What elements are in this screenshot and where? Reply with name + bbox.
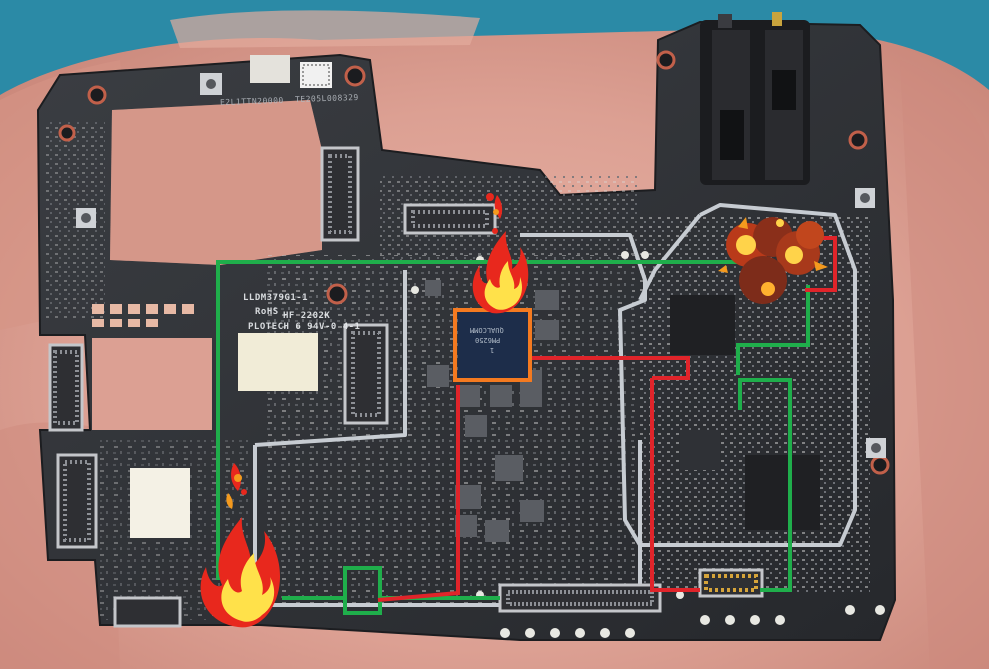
pad-row	[92, 304, 194, 327]
board-cutout-middle	[92, 338, 212, 430]
chip-brand: QUALCOMM	[470, 326, 504, 334]
silkscreen-rohs: RoHS	[255, 307, 279, 317]
silkscreen-hf-code: HF 2202K	[283, 311, 331, 321]
switches	[76, 55, 886, 458]
silkscreen-serial-right: TE205L008329	[294, 92, 359, 105]
fire-icon	[472, 195, 529, 314]
silkscreen-pcb-maker: PLOTECH 6 94V-0 4-1	[248, 322, 361, 332]
spark-icon	[234, 193, 499, 495]
explosion-icon	[718, 217, 828, 304]
pad-small	[130, 468, 190, 538]
connectors	[48, 146, 764, 628]
chip-code: 1	[490, 346, 495, 354]
pad-large	[238, 333, 318, 391]
chips	[425, 280, 820, 542]
audio-jack	[700, 12, 810, 185]
silkscreen-serial-left: E2L1TTN20000	[219, 95, 284, 108]
green-trace	[216, 260, 810, 600]
green-highlight-box	[343, 566, 382, 615]
chip-part: PM6250	[475, 336, 501, 344]
board-cutout-upper	[110, 100, 322, 265]
shield-frames	[253, 203, 857, 607]
silkscreen-part-number: LLDM379G1-1	[243, 293, 309, 303]
test-points	[411, 251, 885, 638]
